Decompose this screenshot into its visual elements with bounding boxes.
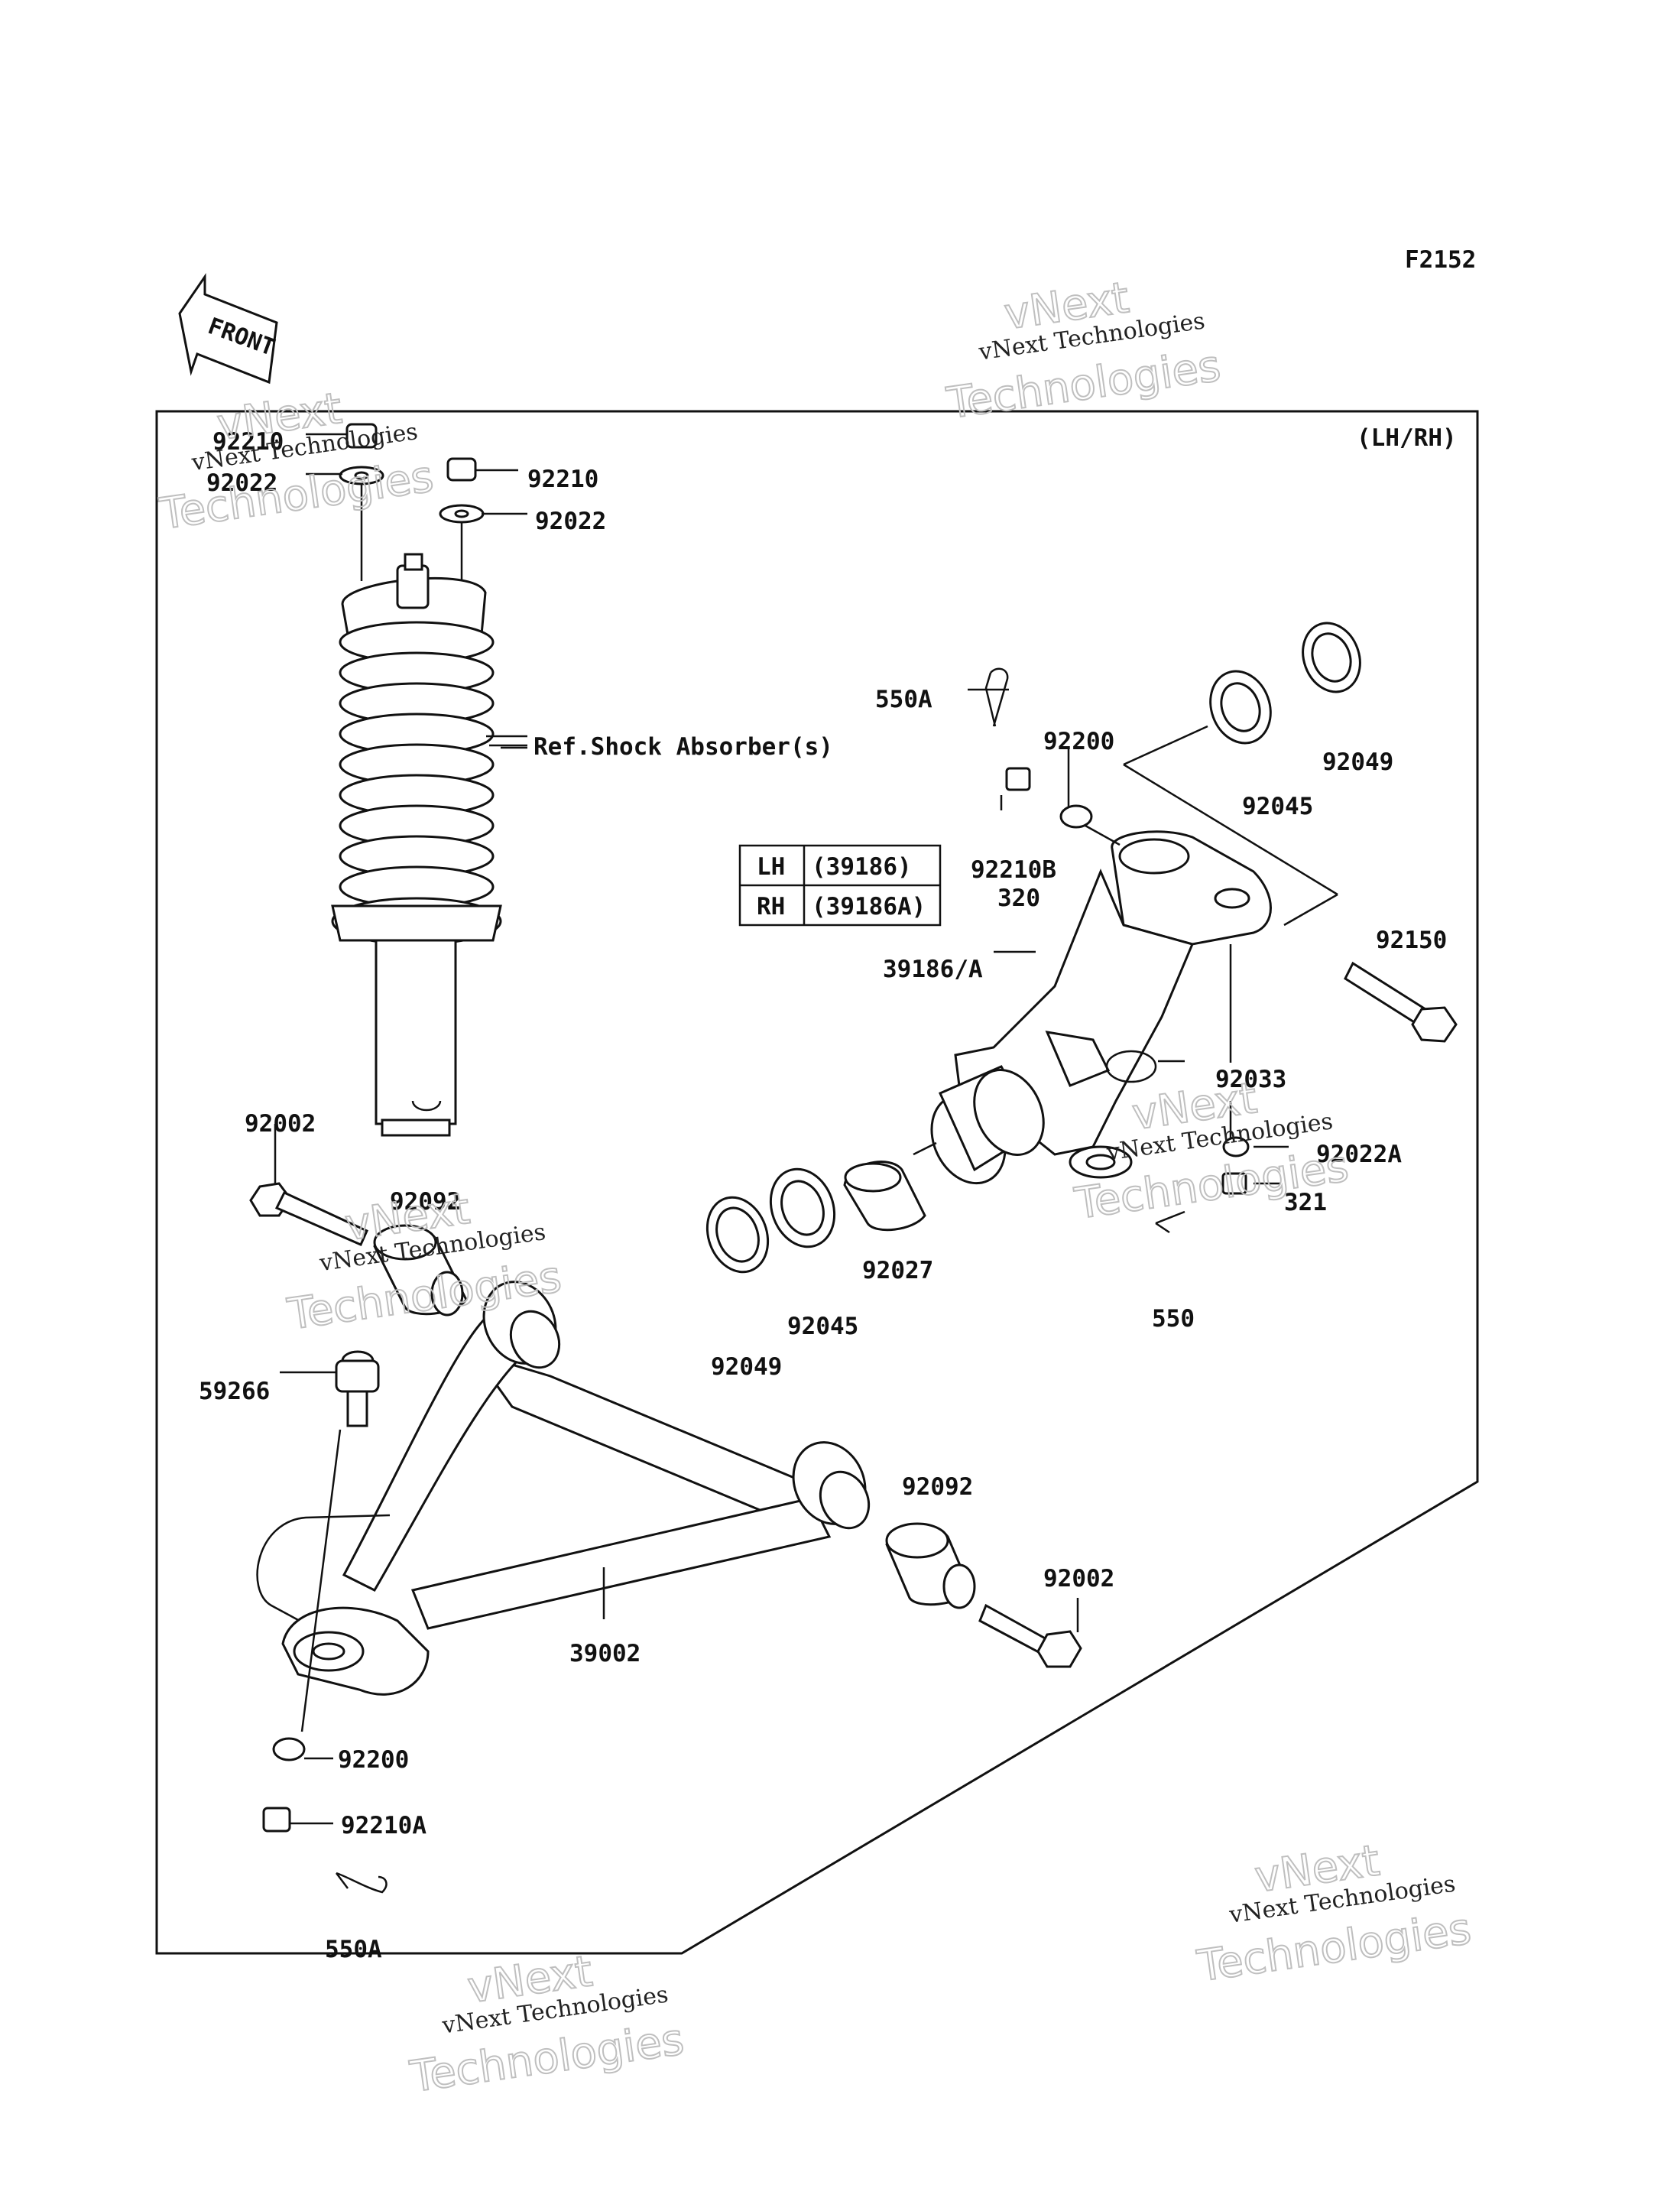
figure-code: F2152 bbox=[1405, 246, 1476, 274]
washer-92200-top bbox=[1059, 804, 1093, 829]
part-label: 92049 bbox=[711, 1353, 782, 1381]
front-arrow-icon: FRONT bbox=[178, 273, 278, 385]
part-label: 39002 bbox=[569, 1640, 641, 1667]
part-label: 92002 bbox=[245, 1110, 316, 1138]
part-label: 92200 bbox=[338, 1746, 409, 1774]
part-label: 92210B bbox=[971, 856, 1056, 884]
cotter-pin-550 bbox=[1155, 1210, 1185, 1234]
spacer-92027 bbox=[843, 1161, 926, 1232]
bolt-92002-top bbox=[249, 1182, 368, 1246]
castle-nut-92210a bbox=[262, 1807, 291, 1833]
washer-92200-bottom bbox=[272, 1737, 306, 1761]
variant-table: LH (39186) RH (39186A) bbox=[738, 844, 942, 927]
seal-92049-top bbox=[1302, 622, 1361, 693]
ball-joint-59266 bbox=[335, 1350, 380, 1427]
watermark: vNext vNext Technologies Technologies bbox=[406, 1946, 687, 2103]
shock-absorber bbox=[331, 423, 502, 1137]
diagram-frame bbox=[155, 410, 1479, 1955]
watermark: vNext vNext Technologies Technologies bbox=[156, 383, 437, 541]
variant-part-rh: (39186A) bbox=[812, 893, 926, 920]
part-label: 92150 bbox=[1376, 927, 1447, 954]
watermark: vNext vNext Technologies Technologies bbox=[1193, 1835, 1474, 1992]
part-label: 550A bbox=[875, 686, 932, 713]
part-label: 92022A bbox=[1316, 1141, 1402, 1168]
part-labels: 92210 92022 92210 92022 550A 92200 92045… bbox=[199, 428, 1447, 1963]
castle-nut-321 bbox=[1221, 1172, 1247, 1195]
snap-ring-92033 bbox=[1105, 1050, 1157, 1083]
reference-note: Ref.Shock Absorber(s) bbox=[534, 733, 833, 761]
bearing-92045-bottom bbox=[769, 1167, 836, 1248]
part-label: 92045 bbox=[1242, 793, 1313, 820]
bolt-92002-right bbox=[978, 1603, 1082, 1668]
bushing-92092-right bbox=[885, 1522, 976, 1609]
washer-92022a bbox=[1222, 1136, 1250, 1157]
part-label: 550 bbox=[1152, 1305, 1195, 1333]
part-label: 92210 bbox=[212, 428, 284, 456]
part-label: 92002 bbox=[1043, 1565, 1114, 1592]
part-label: 92210 bbox=[527, 466, 598, 493]
part-label: 321 bbox=[1284, 1189, 1327, 1216]
seal-92049-bottom bbox=[705, 1196, 770, 1274]
part-label: 550A bbox=[325, 1936, 382, 1963]
part-label: 92045 bbox=[787, 1313, 858, 1340]
part-label: 320 bbox=[997, 885, 1040, 912]
a-arm-39002 bbox=[256, 1281, 871, 1696]
variant-side-rh: RH bbox=[757, 893, 785, 920]
variant-part-lh: (39186) bbox=[812, 853, 912, 881]
steering-knuckle bbox=[930, 830, 1272, 1185]
part-label: 92092 bbox=[902, 1473, 973, 1501]
part-label: 92210A bbox=[341, 1812, 426, 1839]
cotter-pin-550a-bottom bbox=[336, 1872, 388, 1894]
watermark: vNext vNext Technologies Technologies bbox=[284, 1183, 565, 1341]
part-label: 92200 bbox=[1043, 728, 1114, 755]
part-label: 92022 bbox=[206, 469, 277, 497]
bolt-92150 bbox=[1344, 961, 1458, 1043]
bearing-92045-top bbox=[1209, 670, 1272, 745]
part-label: 59266 bbox=[199, 1378, 270, 1405]
part-label: 92027 bbox=[862, 1257, 933, 1284]
side-note: (LH/RH) bbox=[1357, 424, 1457, 452]
part-label: 39186/A bbox=[883, 956, 983, 983]
leader-lines bbox=[274, 433, 1338, 1825]
part-label: 92022 bbox=[535, 508, 606, 535]
castle-nut-92210b bbox=[1005, 767, 1031, 791]
part-label: 92049 bbox=[1322, 748, 1393, 776]
watermark: vNext vNext Technologies Technologies bbox=[943, 272, 1224, 430]
part-label: 92092 bbox=[390, 1188, 461, 1216]
bushing-92092-top bbox=[373, 1224, 468, 1317]
part-label: 92033 bbox=[1215, 1066, 1286, 1093]
variant-side-lh: LH bbox=[757, 853, 785, 881]
cotter-pin-550a-top bbox=[984, 667, 1009, 727]
